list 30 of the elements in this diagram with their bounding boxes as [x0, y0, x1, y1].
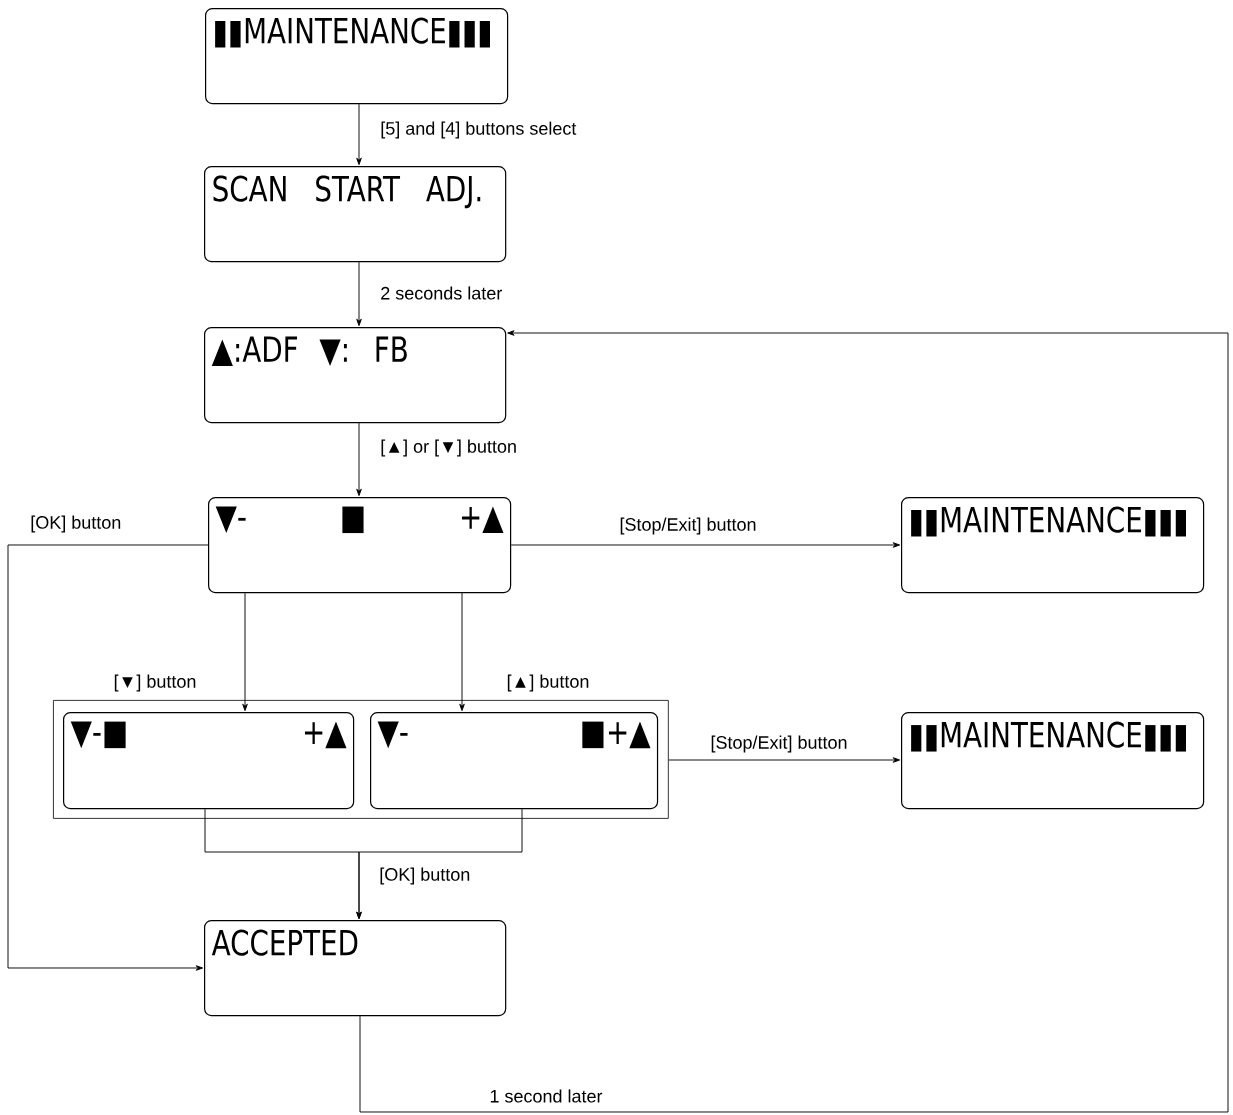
arrow [359, 330, 1229, 1113]
lcd-display-box: ▮▮MAINTENANCE▮▮▮ [205, 8, 509, 105]
group-frame [53, 700, 669, 819]
lcd-display-box: ▼- ■+▲ [370, 712, 659, 810]
lcd-display-box: ACCEPTED [204, 920, 507, 1017]
lcd-display-box: SCAN START ADJ. [204, 166, 507, 263]
edge-label: [▲] or [▼] button [378, 437, 519, 459]
lcd-display-box: ▼-■ +▲ [63, 712, 355, 810]
arrow [356, 261, 362, 327]
edge-label: [▲] button [504, 672, 592, 694]
edge-label: [Stop/Exit] button [617, 515, 759, 537]
edge-label: [▼] button [111, 672, 199, 694]
edge-label: 2 seconds later [378, 284, 505, 302]
arrow [356, 808, 523, 920]
arrow [459, 592, 465, 712]
arrow [7, 544, 209, 971]
edge-label: [OK] button [28, 513, 124, 535]
arrow [242, 592, 248, 712]
lcd-display-box: ▮▮MAINTENANCE▮▮▮ [901, 497, 1205, 594]
arrow [668, 757, 901, 763]
lcd-display-box: ▮▮MAINTENANCE▮▮▮ [901, 712, 1205, 810]
arrow [510, 542, 901, 548]
edge-label: [Stop/Exit] button [708, 733, 850, 755]
edge-label: [5] and [4] buttons select [378, 119, 579, 141]
arrow [356, 422, 362, 497]
arrow [356, 103, 362, 166]
lcd-display-box: ▼- ■ +▲ [208, 497, 512, 594]
edge-label: 1 second later [487, 1087, 605, 1105]
edge-label: [OK] button [377, 865, 473, 887]
lcd-display-box: ▲:ADF ▼: FB [204, 327, 507, 424]
